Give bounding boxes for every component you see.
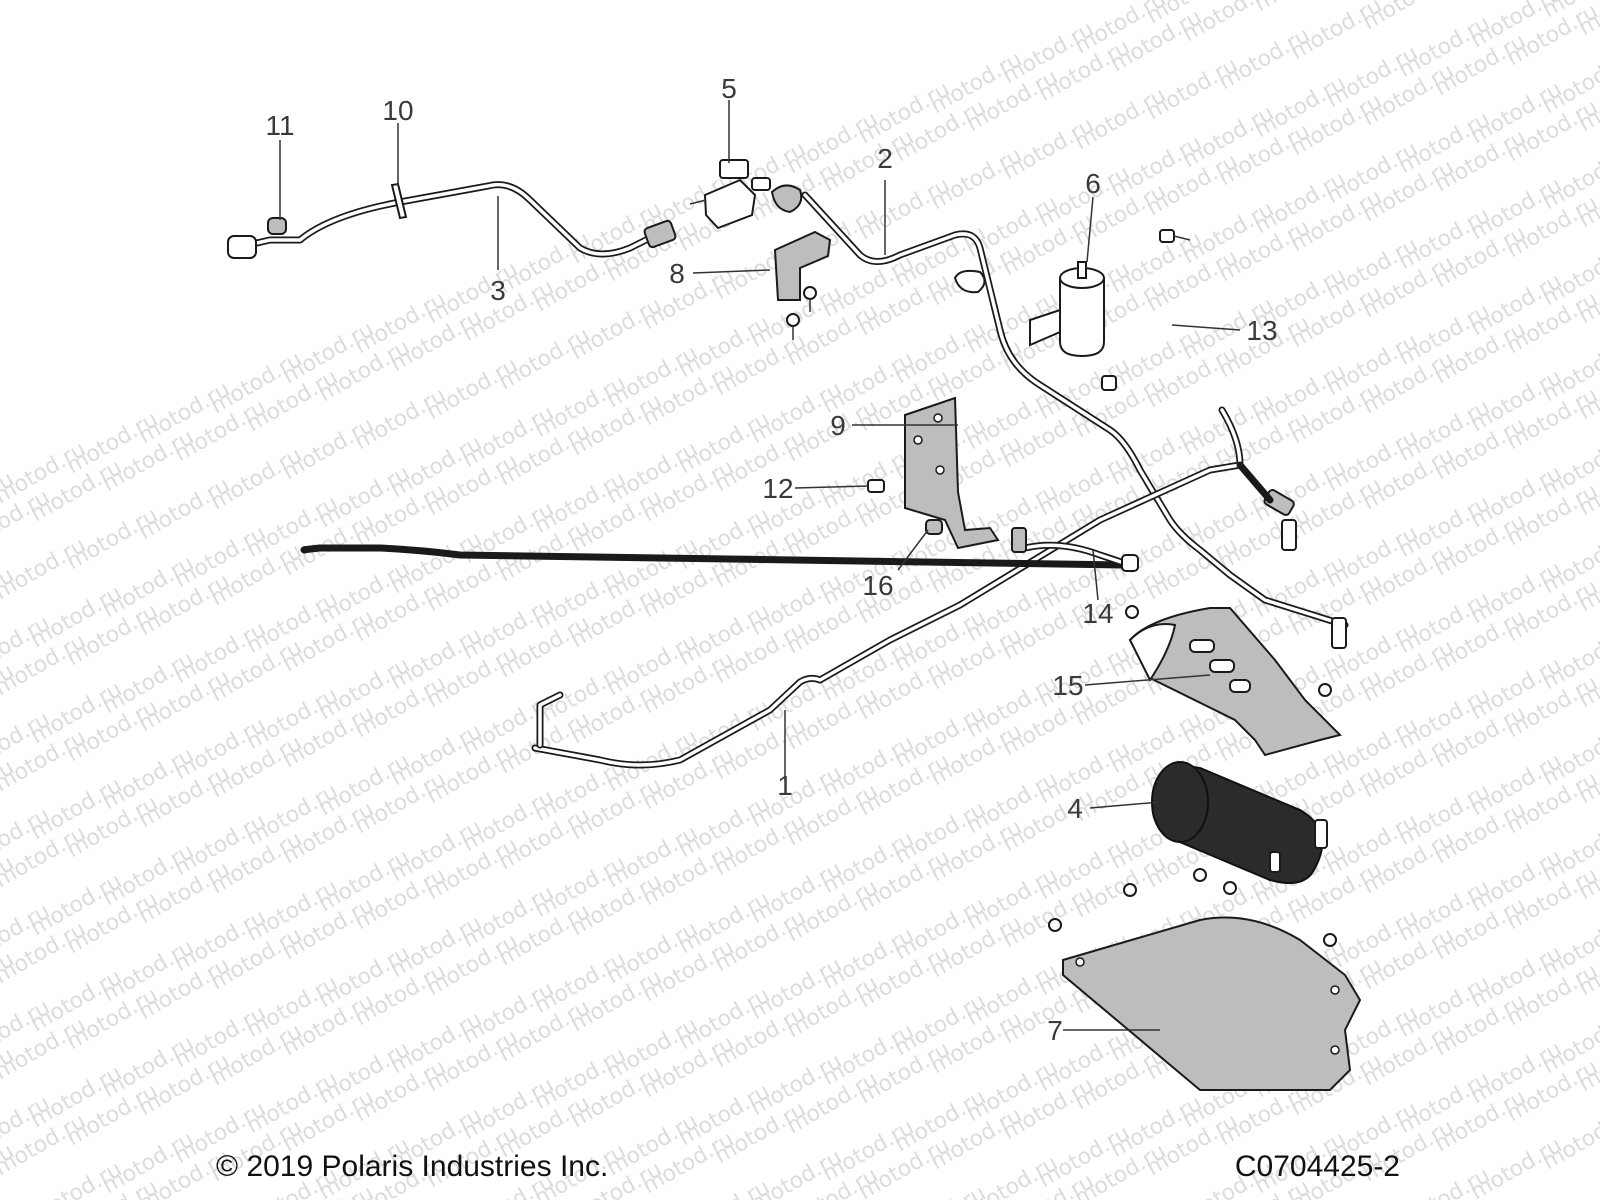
hose-3-end-connector [227,235,257,259]
watermark-text: motod.ru [1359,0,1459,35]
canister-6 [1029,261,1117,391]
nut-16 [925,519,943,535]
bracket-9 [904,396,1000,550]
callout-1: 1 [777,770,793,801]
screw-13 [1159,229,1191,243]
callout-7: 7 [1047,1015,1063,1046]
callout-4: 4 [1067,793,1083,824]
callout-13: 13 [1246,315,1277,346]
callout-12: 12 [762,473,793,504]
skid-plate-screws [1048,868,1337,947]
callout-10: 10 [382,95,413,126]
callout-8: 8 [669,258,685,289]
drawing-code: C0704425-2 [1234,1150,1400,1183]
hose-2 [770,184,1349,649]
bracket-8 [773,230,832,340]
skid-plate-7 [1048,868,1362,1091]
callout-3: 3 [490,275,506,306]
callout-14: 14 [1082,598,1113,629]
screw-12 [867,479,885,493]
callout-labels: 1 2 3 4 5 6 7 8 9 10 11 12 13 14 15 16 [265,73,1277,1046]
heat-shield-15 [1125,605,1342,757]
clamp-10 [390,182,408,220]
callout-9: 9 [830,410,846,441]
callout-11: 11 [265,110,294,141]
hose-14 [300,527,1139,572]
callout-2: 2 [877,143,893,174]
purge-valve-5 [689,159,771,230]
copyright-text: © 2019 Polaris Industries Inc. [216,1150,609,1183]
callout-16: 16 [862,570,893,601]
hose-1 [531,406,1297,769]
callout-6: 6 [1085,168,1101,199]
callout-15: 15 [1052,670,1083,701]
callout-5: 5 [721,73,737,104]
hose-3 [227,181,677,259]
leader-lines [279,100,1241,1031]
cap-11 [267,217,287,235]
hose-3-quick-connector [643,219,677,249]
canister-4 [1151,761,1328,884]
